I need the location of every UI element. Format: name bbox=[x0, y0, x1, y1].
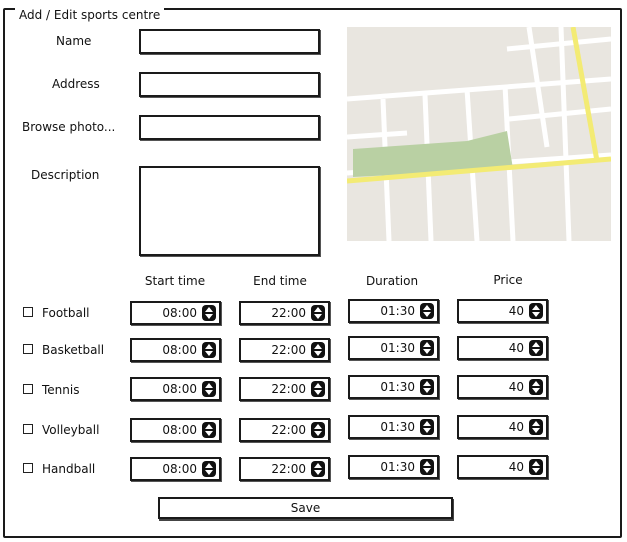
start-time-value: 08:00 bbox=[162, 306, 197, 320]
handball-end-time-stepper[interactable]: 22:00 bbox=[239, 457, 330, 481]
spinner-arrows-icon[interactable] bbox=[202, 305, 216, 321]
sport-label-basketball: Basketball bbox=[42, 343, 105, 357]
spinner-arrows-icon[interactable] bbox=[202, 381, 216, 397]
spinner-arrows-icon[interactable] bbox=[311, 342, 325, 358]
basketball-end-time-stepper[interactable]: 22:00 bbox=[239, 338, 330, 362]
spinner-arrows-icon[interactable] bbox=[529, 379, 543, 395]
spinner-arrows-icon[interactable] bbox=[529, 303, 543, 319]
football-checkbox[interactable] bbox=[23, 307, 33, 317]
name-label: Name bbox=[56, 34, 92, 48]
duration-value: 01:30 bbox=[380, 420, 415, 434]
spinner-arrows-icon[interactable] bbox=[529, 419, 543, 435]
spinner-arrows-icon[interactable] bbox=[202, 422, 216, 438]
football-duration-stepper[interactable]: 01:30 bbox=[348, 299, 439, 323]
browse-photo-label: Browse photo... bbox=[22, 120, 116, 134]
address-label: Address bbox=[52, 77, 100, 91]
basketball-start-time-stepper[interactable]: 08:00 bbox=[130, 338, 221, 362]
volleyball-checkbox[interactable] bbox=[23, 424, 33, 434]
sport-label-volleyball: Volleyball bbox=[42, 423, 100, 437]
start-time-value: 08:00 bbox=[162, 382, 197, 396]
spinner-arrows-icon[interactable] bbox=[202, 461, 216, 477]
basketball-checkbox[interactable] bbox=[23, 344, 33, 354]
header-duration: Duration bbox=[365, 274, 419, 288]
spinner-arrows-icon[interactable] bbox=[311, 461, 325, 477]
tennis-price-stepper[interactable]: 40 bbox=[457, 375, 548, 399]
volleyball-price-stepper[interactable]: 40 bbox=[457, 415, 548, 439]
handball-checkbox[interactable] bbox=[23, 463, 33, 473]
volleyball-start-time-stepper[interactable]: 08:00 bbox=[130, 418, 221, 442]
handball-start-time-stepper[interactable]: 08:00 bbox=[130, 457, 221, 481]
price-value: 40 bbox=[508, 380, 524, 394]
volleyball-end-time-stepper[interactable]: 22:00 bbox=[239, 418, 330, 442]
basketball-price-stepper[interactable]: 40 bbox=[457, 336, 548, 360]
header-end-time: End time bbox=[253, 274, 307, 288]
tennis-checkbox[interactable] bbox=[23, 384, 33, 394]
start-time-value: 08:00 bbox=[162, 343, 197, 357]
spinner-arrows-icon[interactable] bbox=[202, 342, 216, 358]
spinner-arrows-icon[interactable] bbox=[311, 381, 325, 397]
sports-centre-form: Add / Edit sports centre bbox=[3, 8, 622, 538]
football-start-time-stepper[interactable]: 08:00 bbox=[130, 301, 221, 325]
football-end-time-stepper[interactable]: 22:00 bbox=[239, 301, 330, 325]
duration-value: 01:30 bbox=[380, 380, 415, 394]
name-input[interactable] bbox=[139, 29, 320, 54]
spinner-arrows-icon[interactable] bbox=[420, 340, 434, 356]
sport-label-handball: Handball bbox=[42, 462, 96, 476]
start-time-value: 08:00 bbox=[162, 423, 197, 437]
volleyball-duration-stepper[interactable]: 01:30 bbox=[348, 415, 439, 439]
spinner-arrows-icon[interactable] bbox=[311, 305, 325, 321]
spinner-arrows-icon[interactable] bbox=[311, 422, 325, 438]
price-value: 40 bbox=[508, 420, 524, 434]
spinner-arrows-icon[interactable] bbox=[420, 303, 434, 319]
end-time-value: 22:00 bbox=[271, 306, 306, 320]
description-label: Description bbox=[31, 168, 100, 182]
spinner-arrows-icon[interactable] bbox=[420, 419, 434, 435]
address-input[interactable] bbox=[139, 72, 320, 97]
tennis-duration-stepper[interactable]: 01:30 bbox=[348, 375, 439, 399]
end-time-value: 22:00 bbox=[271, 462, 306, 476]
duration-value: 01:30 bbox=[380, 341, 415, 355]
end-time-value: 22:00 bbox=[271, 423, 306, 437]
tennis-start-time-stepper[interactable]: 08:00 bbox=[130, 377, 221, 401]
handball-duration-stepper[interactable]: 01:30 bbox=[348, 455, 439, 479]
save-button[interactable]: Save bbox=[158, 497, 453, 519]
spinner-arrows-icon[interactable] bbox=[420, 459, 434, 475]
handball-price-stepper[interactable]: 40 bbox=[457, 455, 548, 479]
sport-label-tennis: Tennis bbox=[42, 383, 80, 397]
tennis-end-time-stepper[interactable]: 22:00 bbox=[239, 377, 330, 401]
description-textarea[interactable] bbox=[139, 166, 320, 256]
spinner-arrows-icon[interactable] bbox=[420, 379, 434, 395]
header-start-time: Start time bbox=[144, 274, 206, 288]
map-image bbox=[346, 26, 612, 242]
spinner-arrows-icon[interactable] bbox=[529, 459, 543, 475]
price-value: 40 bbox=[508, 341, 524, 355]
price-value: 40 bbox=[508, 460, 524, 474]
start-time-value: 08:00 bbox=[162, 462, 197, 476]
header-price: Price bbox=[493, 273, 523, 287]
price-value: 40 bbox=[508, 304, 524, 318]
window-title: Add / Edit sports centre bbox=[15, 8, 165, 22]
duration-value: 01:30 bbox=[380, 460, 415, 474]
football-price-stepper[interactable]: 40 bbox=[457, 299, 548, 323]
duration-value: 01:30 bbox=[380, 304, 415, 318]
sport-label-football: Football bbox=[42, 306, 90, 320]
spinner-arrows-icon[interactable] bbox=[529, 340, 543, 356]
browse-photo-input[interactable] bbox=[139, 115, 320, 140]
end-time-value: 22:00 bbox=[271, 343, 306, 357]
basketball-duration-stepper[interactable]: 01:30 bbox=[348, 336, 439, 360]
end-time-value: 22:00 bbox=[271, 382, 306, 396]
